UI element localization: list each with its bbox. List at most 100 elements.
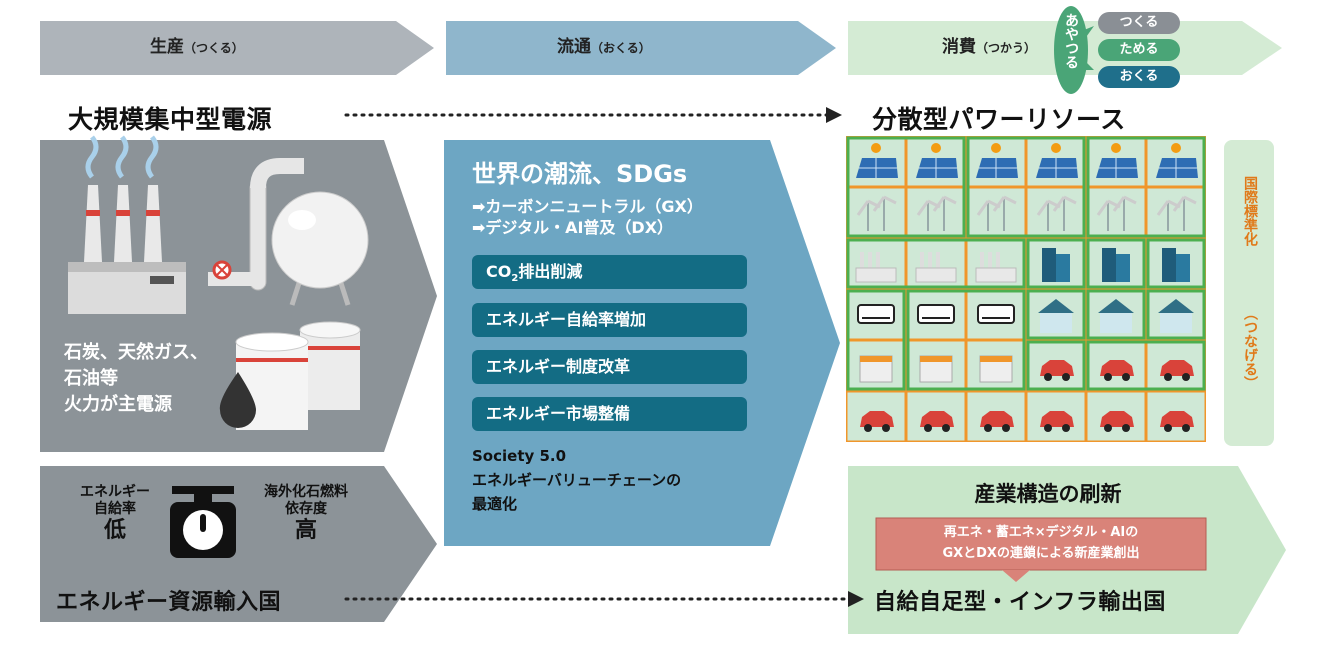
sdgs-title: 世界の潮流、SDGs — [472, 160, 688, 188]
consumption-header-sub: （つかう） — [976, 41, 1037, 55]
scale-illustration — [170, 486, 236, 558]
fossil-dependence-line-2: 依存度 — [285, 501, 327, 517]
grid-cell-building — [1144, 236, 1206, 291]
industry-red-line-1: 再エネ・蓄エネ×デジタル・AIの — [943, 525, 1139, 540]
production-header-main: 生産 — [150, 37, 184, 57]
grid-cell-factory — [964, 236, 1028, 291]
grid-cell-factory — [904, 236, 968, 291]
grid-cell-battery — [846, 338, 908, 393]
grid-group-outline — [846, 289, 906, 391]
gas-tank-illustration — [208, 158, 369, 306]
grid-cell-solar — [1144, 136, 1206, 189]
grid-group-outline — [1086, 289, 1146, 340]
grid-cell-car — [1084, 338, 1148, 393]
distributed-resources-title: 分散型パワーリソース — [872, 105, 1126, 134]
grid-cell-car — [904, 389, 968, 442]
self-sufficiency-box: エネルギー自給率増加 — [472, 303, 747, 337]
footer-line-1: Society 5.0 — [472, 447, 567, 465]
grid-group-outline — [846, 136, 966, 238]
grid-cell-car — [846, 389, 908, 442]
distribution-header-arrow — [446, 21, 836, 75]
grid-cell-factory — [846, 236, 908, 291]
grid-group-outline — [966, 136, 1086, 238]
grid-cell-solar — [904, 136, 968, 189]
scale-panel — [40, 466, 437, 622]
grid-group-outline — [906, 289, 1026, 391]
grid-group-outline — [1026, 340, 1086, 391]
export-country-title: 自給自足型・インフラ輸出国 — [874, 590, 1166, 615]
society-footer: Society 5.0 エネルギーバリューチェーンの 最適化 — [472, 444, 681, 516]
grid-group-outline — [846, 238, 1026, 289]
fossil-dependence-label: 海外化石燃料 依存度 高 — [246, 484, 366, 544]
grid-cell-wind — [846, 185, 908, 240]
grid-cell-house — [1024, 287, 1088, 342]
grid-group-outline — [1086, 136, 1206, 238]
pill-tameru: ためる — [1098, 39, 1180, 61]
self-sufficiency-label: エネルギー 自給率 低 — [60, 484, 170, 544]
bullet-gx: ➡カーボンニュートラル（GX） — [472, 197, 703, 216]
grid-group-outline — [1146, 238, 1206, 289]
production-caption: 石炭、天然ガス、 石油等 火力が主電源 — [64, 340, 208, 418]
caption-line-1: 石炭、天然ガス、 — [64, 342, 208, 363]
grid-group-outline — [1086, 340, 1206, 391]
grid-cell-car — [1144, 389, 1206, 442]
grid-group-outline — [1026, 238, 1086, 289]
distribution-header-sub: （おくる） — [591, 41, 651, 55]
grid-cell-wind — [964, 185, 1028, 240]
footer-line-2: エネルギーバリューチェーンの — [472, 471, 682, 489]
caption-line-3: 火力が主電源 — [64, 394, 172, 415]
grid-cell-car — [964, 389, 1028, 442]
production-header-sub: （つくる） — [184, 41, 244, 55]
grid-cell-car — [1084, 389, 1148, 442]
co2-sub: 2 — [511, 273, 519, 285]
grid-cell-solar — [1024, 136, 1088, 189]
footer-line-3: 最適化 — [472, 495, 518, 513]
import-country-title: エネルギー資源輸入国 — [56, 590, 282, 615]
production-header-label: 生産（つくる） — [150, 39, 244, 56]
grid-cell-wind — [1144, 185, 1206, 240]
bottom-arrowhead — [848, 591, 864, 607]
co2-prefix: CO — [486, 262, 512, 281]
production-header-arrow — [40, 21, 434, 75]
self-sufficiency-value: 低 — [103, 518, 126, 543]
standardization-sub: （つなげる） — [1242, 306, 1258, 390]
grid-cell-house — [1144, 287, 1206, 342]
distribution-panel — [444, 140, 840, 546]
grid-cell-car — [1024, 389, 1088, 442]
grid-cell-ac — [964, 287, 1028, 342]
grid-cell-wind — [904, 185, 968, 240]
grid-cell-building — [1024, 236, 1088, 291]
resource-grid — [846, 136, 1206, 442]
distribution-header-main: 流通 — [557, 37, 591, 57]
self-sufficiency-line-2: 自給率 — [94, 501, 136, 517]
self-sufficiency-line-1: エネルギー — [80, 484, 150, 500]
grid-cell-battery — [964, 338, 1028, 393]
pill-tsukuru: つくる — [1098, 12, 1180, 34]
industry-red-box — [875, 517, 1207, 571]
ayatsuru-label: あやつる — [1063, 13, 1079, 69]
grid-cell-car — [1144, 338, 1206, 393]
industry-title: 産業構造の刷新 — [974, 482, 1122, 506]
caption-line-2: 石油等 — [64, 368, 118, 389]
ayatsuru-bubble — [1054, 6, 1088, 94]
top-arrowhead — [826, 107, 842, 123]
power-plant-illustration — [68, 135, 186, 314]
grid-cell-ac — [846, 287, 908, 342]
grid-cell-solar — [846, 136, 908, 189]
grid-cell-car — [1024, 338, 1088, 393]
bullet-dx: ➡デジタル・AI普及（DX） — [472, 218, 674, 237]
fossil-dependence-line-1: 海外化石燃料 — [264, 484, 348, 500]
consumption-header-main: 消費 — [942, 37, 976, 57]
grid-cell-wind — [1084, 185, 1148, 240]
market-box: エネルギー市場整備 — [472, 397, 747, 431]
system-reform-box: エネルギー制度改革 — [472, 350, 747, 384]
pill-okuru: おくる — [1098, 66, 1180, 88]
fossil-dependence-value: 高 — [294, 518, 317, 543]
industry-red-text: 再エネ・蓄エネ×デジタル・AIの GXとDXの連鎖による新産業創出 — [876, 522, 1206, 564]
grid-cell-wind — [1024, 185, 1088, 240]
grid-group-outline — [1086, 238, 1146, 289]
industry-red-line-2: GXとDXの連鎖による新産業創出 — [942, 546, 1140, 561]
distribution-header-label: 流通（おくる） — [557, 39, 651, 56]
grid-cell-solar — [1084, 136, 1148, 189]
